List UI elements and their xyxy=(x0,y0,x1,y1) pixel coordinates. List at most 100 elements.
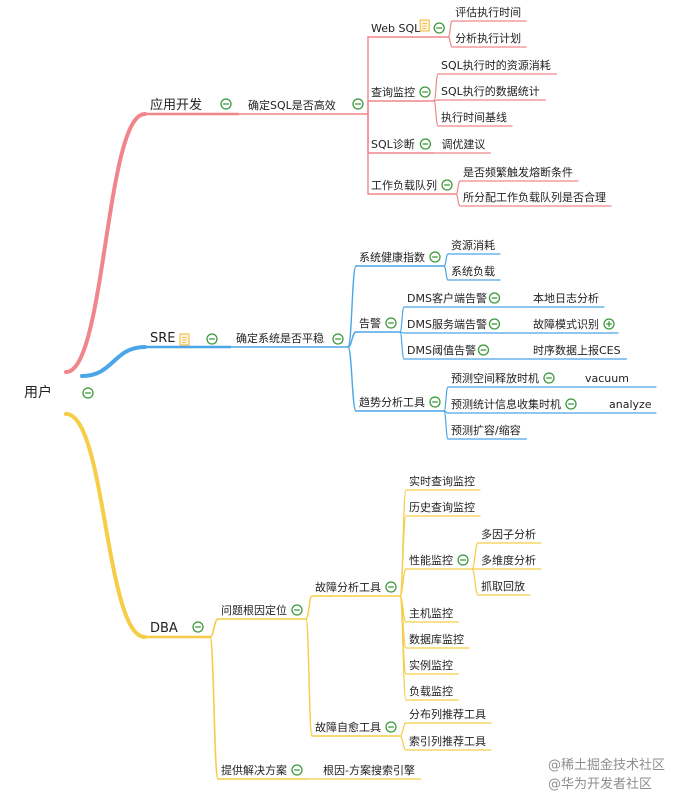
edge-q-plan xyxy=(447,36,453,48)
node-f-history: 历史查询监控 xyxy=(409,500,475,514)
node-h-load: 系统负载 xyxy=(451,264,495,278)
root-node: 用户 xyxy=(24,384,52,401)
branch-line-app xyxy=(64,112,147,374)
root-collapse-icon[interactable] xyxy=(82,387,94,399)
node-t-scale: 预测扩容/缩容 xyxy=(451,423,521,437)
node-f-host: 主机监控 xyxy=(409,606,453,620)
node-f-load: 负载监控 xyxy=(409,684,453,698)
node-qm-stat: SQL执行的数据统计 xyxy=(441,84,540,98)
node-a-ces: 时序数据上报CES xyxy=(533,343,621,357)
watermark-line-1: @稀土掘金技术社区 xyxy=(548,758,666,773)
node-p-dim: 多维度分析 xyxy=(481,553,536,567)
edge-h-load xyxy=(443,265,449,281)
edge-p-multi xyxy=(471,542,479,570)
node-icons xyxy=(82,19,615,776)
node-root-cause: 根因-方案搜索引擎 xyxy=(323,763,415,777)
edge-health xyxy=(347,265,357,348)
edge-qm-res xyxy=(433,73,439,102)
edge-s-dist xyxy=(399,722,407,737)
node-a-local: 本地日志分析 xyxy=(533,291,599,305)
node-workload: 工作负载队列 xyxy=(371,178,437,192)
edge-self-heal xyxy=(305,618,313,737)
watermark-line-2: @华为开发者社区 xyxy=(548,777,653,792)
collapse-icon[interactable] xyxy=(385,581,397,593)
node-t-stat: 预测统计信息收集时机 xyxy=(451,397,561,411)
edge-f-load xyxy=(399,595,407,701)
node-a-fault: 故障模式识别 xyxy=(533,317,599,331)
edge-fault-tool xyxy=(305,595,313,620)
node-s-dist: 分布列推荐工具 xyxy=(409,707,486,721)
node-sqldiag: SQL诊断 xyxy=(371,137,415,151)
branch-line-dba xyxy=(64,412,147,639)
collapse-icon[interactable] xyxy=(429,251,441,263)
node-p-multi: 多因子分析 xyxy=(481,527,536,541)
collapse-icon[interactable] xyxy=(457,554,469,566)
collapse-icon[interactable] xyxy=(419,138,432,150)
edge-wl-alloc xyxy=(455,193,461,207)
node-sql-efficiency: 确定SQL是否高效 xyxy=(248,98,336,112)
node-f-perf: 性能监控 xyxy=(409,553,453,567)
collapse-icon[interactable] xyxy=(385,721,397,733)
edge-a-thresh xyxy=(399,331,405,360)
node-solution: 提供解决方案 xyxy=(221,763,287,777)
node-a-client: DMS客户端告警 xyxy=(407,291,487,305)
collapse-icon[interactable] xyxy=(220,98,232,110)
collapse-icon[interactable] xyxy=(543,372,555,384)
node-t-analyze: analyze xyxy=(609,398,652,411)
collapse-icon[interactable] xyxy=(433,22,445,34)
connector-lines xyxy=(64,20,657,780)
node-alarm: 告警 xyxy=(359,316,381,330)
collapse-icon[interactable] xyxy=(603,318,615,330)
collapse-icon[interactable] xyxy=(206,333,218,345)
collapse-icon[interactable] xyxy=(488,292,501,304)
node-self-heal: 故障自愈工具 xyxy=(315,720,381,734)
node-trend: 趋势分析工具 xyxy=(359,395,425,409)
node-s-index: 索引列推荐工具 xyxy=(409,734,486,748)
note-icon[interactable] xyxy=(419,19,430,32)
collapse-icon[interactable] xyxy=(192,621,204,633)
node-wl-fuse: 是否频繁触发熔断条件 xyxy=(463,165,573,179)
node-fault-tool: 故障分析工具 xyxy=(315,580,381,594)
collapse-icon[interactable] xyxy=(291,604,303,616)
edge-locate xyxy=(209,618,219,638)
collapse-icon[interactable] xyxy=(441,179,453,191)
node-health: 系统健康指数 xyxy=(359,250,425,264)
node-wl-alloc: 所分配工作负载队列是否合理 xyxy=(463,190,606,204)
edge-alarm xyxy=(347,331,357,348)
note-icon[interactable] xyxy=(179,333,190,346)
edge-qm-base xyxy=(433,100,439,127)
edge-a-client xyxy=(399,306,405,333)
branch-dba: DBA xyxy=(150,621,178,636)
node-a-server: DMS服务端告警 xyxy=(407,317,487,331)
watermark: @稀土掘金技术社区 @华为开发者社区 xyxy=(548,756,665,794)
collapse-icon[interactable] xyxy=(565,398,577,410)
collapse-icon[interactable] xyxy=(477,344,490,356)
node-t-vacuum: vacuum xyxy=(585,372,629,385)
node-system-stable: 确定系统是否平稳 xyxy=(236,331,324,345)
collapse-icon[interactable] xyxy=(488,318,501,330)
edge-solution xyxy=(209,636,219,780)
node-q-plan: 分析执行计划 xyxy=(455,31,521,45)
node-websql: Web SQL xyxy=(371,22,421,35)
collapse-icon[interactable] xyxy=(385,317,397,329)
node-a-thresh: DMS阈值告警 xyxy=(407,343,476,357)
branch-sre: SRE xyxy=(150,331,176,346)
node-f-realtime: 实时查询监控 xyxy=(409,474,475,488)
edge-t-scale xyxy=(443,410,449,440)
node-p-capture: 抓取回放 xyxy=(481,579,525,593)
node-f-inst: 实例监控 xyxy=(409,658,453,672)
edge-q-eval xyxy=(447,20,453,38)
node-qm-base: 执行时间基线 xyxy=(441,110,507,124)
edge-trend xyxy=(347,346,357,412)
node-qm-res: SQL执行时的资源消耗 xyxy=(441,58,551,72)
collapse-icon[interactable] xyxy=(352,98,364,110)
collapse-icon[interactable] xyxy=(332,333,344,345)
collapse-icon[interactable] xyxy=(429,396,441,408)
edge-h-res xyxy=(443,253,449,267)
collapse-icon[interactable] xyxy=(291,764,303,776)
node-tune: 调优建议 xyxy=(441,137,485,151)
node-labels: 用户应用开发确定SQL是否高效Web SQL查询监控SQL诊断工作负载队列评估执… xyxy=(24,5,652,777)
node-f-db: 数据库监控 xyxy=(409,632,464,646)
collapse-icon[interactable] xyxy=(419,86,431,98)
